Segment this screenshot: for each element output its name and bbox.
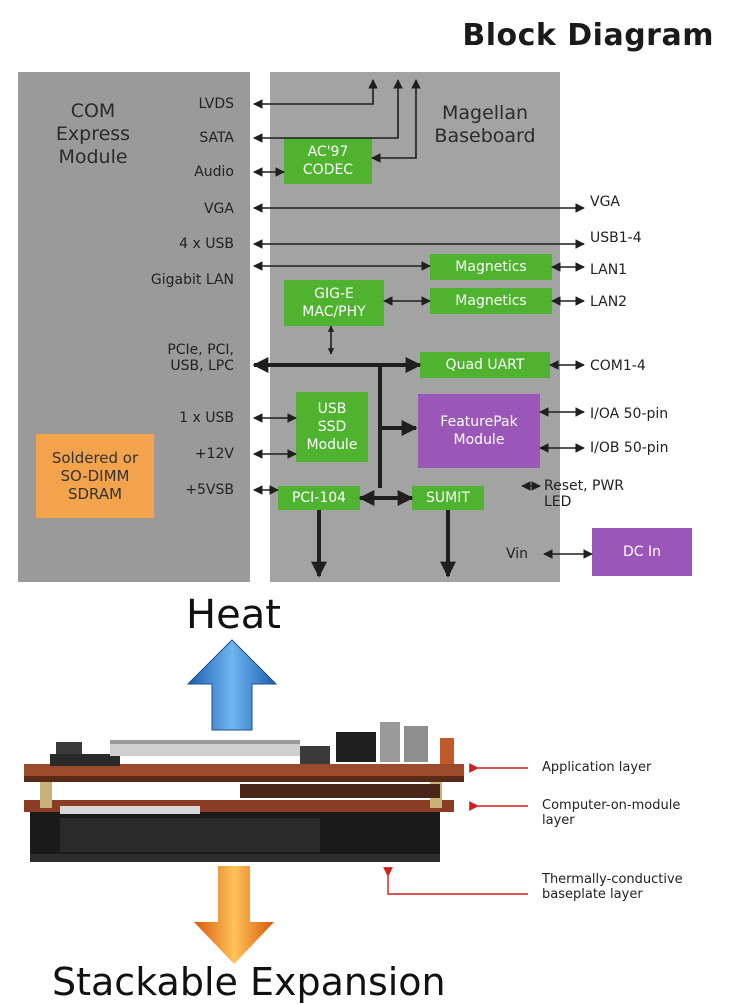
io-vin: Vin (506, 546, 529, 562)
signal-4xusb: 4 x USB (179, 236, 234, 252)
io-com1-4: COM1-4 (590, 358, 646, 374)
block-magnetics-1: Magnetics (430, 254, 552, 280)
block-sumit: SUMIT (412, 486, 484, 510)
board-stack-photo (24, 722, 464, 862)
signal-vga: VGA (203, 201, 234, 217)
heat-arrow-icon (186, 639, 278, 731)
signal-audio: Audio (194, 164, 234, 180)
block-featurepak-module: FeaturePak Module (418, 394, 540, 468)
com-express-module-panel: COM Express Module Soldered or SO-DIMM S… (18, 72, 250, 582)
signal-lvds: LVDS (198, 96, 234, 112)
io-iob-50pin: I/OB 50-pin (590, 440, 669, 456)
callout-arrows (383, 763, 528, 895)
block-gige-mac-phy: GIG-E MAC/PHY (284, 280, 384, 326)
stack-illustration: Heat Stackable Expansion (0, 592, 734, 1004)
block-quad-uart: Quad UART (420, 352, 550, 378)
signal-12v: +12V (194, 446, 234, 462)
block-pci-104: PCI-104 (278, 486, 360, 510)
io-reset-pwr-led: Reset, PWR LED (544, 478, 625, 510)
diagram-title: Block Diagram (462, 18, 714, 53)
signal-5vsb: +5VSB (185, 482, 234, 498)
stackable-expansion-label: Stackable Expansion (52, 960, 446, 1004)
io-vga: VGA (590, 194, 621, 210)
io-lan2: LAN2 (590, 294, 628, 310)
io-lan1: LAN1 (590, 262, 628, 278)
io-ioa-50pin: I/OA 50-pin (590, 406, 669, 422)
memory-box: Soldered or SO-DIMM SDRAM (36, 434, 154, 518)
signal-1xusb: 1 x USB (179, 410, 234, 426)
callout-application-layer: Application layer (542, 760, 652, 775)
signal-sata: SATA (199, 130, 234, 146)
block-magnetics-2: Magnetics (430, 288, 552, 314)
signal-gigabit-lan: Gigabit LAN (150, 272, 234, 288)
io-usb1-4: USB1-4 (590, 230, 642, 246)
callout-baseplate-layer: Thermally-conductive baseplate layer (542, 872, 683, 902)
expansion-arrow-icon (194, 866, 274, 964)
signal-pcie-pci-usb-lpc: PCIe, PCI, USB, LPC (167, 342, 234, 374)
block-ac97-codec: AC'97 CODEC (284, 138, 372, 184)
block-usb-ssd-module: USB SSD Module (296, 392, 368, 462)
block-diagram: Block Diagram COM Express Module Soldere… (18, 8, 718, 590)
callout-computer-on-module-layer: Computer-on-module layer (542, 798, 681, 828)
connection-arrows (252, 79, 593, 578)
magellan-baseboard-title: Magellan Baseboard (434, 102, 536, 147)
block-dc-in: DC In (592, 528, 692, 576)
heat-label: Heat (186, 592, 281, 638)
com-express-module-title: COM Express Module (55, 100, 131, 168)
stack-graphics (24, 639, 528, 964)
